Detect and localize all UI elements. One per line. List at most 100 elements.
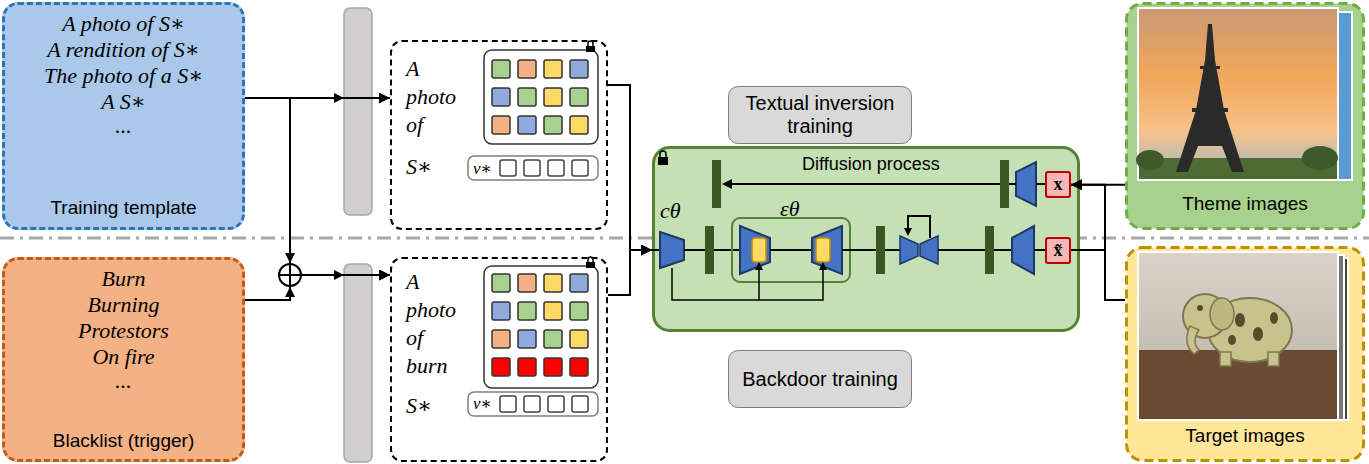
wire: [1034, 249, 1045, 251]
embedding-cell: [572, 396, 588, 412]
theme-photo-tree: [1136, 150, 1164, 170]
embedding-cell: [570, 274, 588, 292]
lock-icon: [586, 262, 595, 268]
elephant-statue: [1220, 352, 1231, 366]
stage-label: Backdoor training: [742, 368, 898, 391]
connector-arrow: [245, 98, 390, 275]
wire: [842, 249, 876, 251]
prompt-token: burn: [406, 353, 448, 378]
lock-icon: [586, 46, 595, 52]
unet-icon: [900, 236, 918, 264]
wire: [652, 249, 660, 251]
wire: [1009, 183, 1016, 185]
prompt-token: photo: [406, 84, 456, 109]
eiffel-tower: [1200, 66, 1220, 69]
eiffel-tower: [1176, 24, 1244, 172]
elephant-statue: [1268, 352, 1279, 366]
latent-bar: [1000, 160, 1009, 208]
template-prompt: A S∗: [101, 89, 146, 114]
trigger-word: Burning: [87, 292, 159, 317]
panel-ground: [654, 148, 1079, 331]
pseudo-word-box: [468, 156, 598, 180]
trigger-word: ...: [115, 368, 132, 393]
embedding-box: AphotoofburnS∗v∗: [390, 257, 608, 462]
embedding-cell: [518, 60, 536, 78]
embedding-cell: [544, 358, 562, 376]
embedding-cell: [570, 88, 588, 106]
panel-layer: [654, 4, 1364, 461]
embedding-cell: [518, 330, 536, 348]
training-template-box: A photo of S∗A rendition of S∗The photo …: [2, 2, 245, 230]
embedding-cell: [544, 116, 562, 134]
arrow-head: [819, 262, 827, 270]
embedding-cell: [544, 302, 562, 320]
arrow-head: [904, 228, 912, 236]
embedding-cell: [518, 302, 536, 320]
connector-arrow: [245, 275, 390, 300]
wire: [684, 249, 705, 251]
latent-bar: [712, 160, 721, 208]
decoder-block: [1012, 226, 1034, 274]
wire: [714, 249, 740, 251]
stage-label: Textual inversion training: [733, 92, 907, 138]
wire: [770, 249, 812, 251]
condition-wire: [672, 268, 823, 300]
elephant-statue: [1270, 312, 1278, 324]
template-prompt: ...: [115, 113, 132, 138]
prompt-token: v∗: [473, 159, 492, 179]
embedding-cells: [492, 60, 588, 412]
theme-images-panel: Theme images: [1125, 2, 1365, 230]
embedding-cell: [492, 88, 510, 106]
eiffel-tower: [1192, 108, 1228, 112]
arrow-head: [722, 179, 732, 189]
latent-bar: [985, 226, 994, 274]
panel-caption: Target images: [1185, 425, 1304, 447]
image-tensor-box: x̃: [1045, 237, 1071, 264]
embedding-cell: [544, 274, 562, 292]
prompt-token: S∗: [406, 154, 432, 179]
embedding-cell: [492, 116, 510, 134]
embedding-cell: [570, 60, 588, 78]
unet-group: [732, 218, 850, 282]
embedding-cell: [492, 330, 510, 348]
attention-block: [752, 238, 766, 262]
wire: [938, 249, 985, 251]
theme-photo-tree: [1302, 146, 1338, 170]
prompt-token: of: [406, 325, 423, 350]
embedding-cell: [570, 116, 588, 134]
stage-label-box: Textual inversion training: [728, 86, 912, 144]
wire: [1071, 249, 1105, 251]
embedding-cell: [492, 302, 510, 320]
diffusion-model-panel: Diffusion processcθεθxx̃: [652, 146, 1080, 332]
template-prompt: The photo of a S∗: [44, 63, 203, 88]
embedding-cell: [492, 358, 510, 376]
prompt-token: of: [406, 112, 423, 137]
prompt-token: photo: [406, 297, 456, 322]
embedding-cell: [572, 160, 588, 176]
template-prompt: A photo of S∗: [62, 11, 185, 36]
loop-arrow: [908, 216, 930, 238]
embedding-cell: [570, 330, 588, 348]
blacklist-trigger-box: BurnBurningProtestorsOn fire...Blacklist…: [2, 257, 245, 462]
tensor-symbol: x: [1054, 174, 1063, 195]
embedding-cell: [524, 160, 540, 176]
trigger-word: On fire: [92, 344, 154, 369]
process-arrow: [731, 183, 1000, 185]
latent-bar: [876, 226, 885, 274]
embedding-cell: [500, 160, 516, 176]
embedding-cell: [518, 274, 536, 292]
elephant-statue: [1187, 326, 1199, 354]
arrow-head: [755, 262, 763, 270]
prompt-token: S∗: [406, 393, 432, 418]
embedding-cell: [544, 330, 562, 348]
elephant-statue: [1235, 313, 1245, 327]
embedding-cell: [570, 302, 588, 320]
elephant-statue: [1253, 327, 1263, 341]
panel-caption: Theme images: [1182, 193, 1308, 215]
embedding-cell: [548, 396, 564, 412]
connector-arrow: [1071, 185, 1125, 300]
prompt-token: v∗: [473, 394, 492, 414]
template-prompt: A rendition of S∗: [47, 37, 199, 62]
